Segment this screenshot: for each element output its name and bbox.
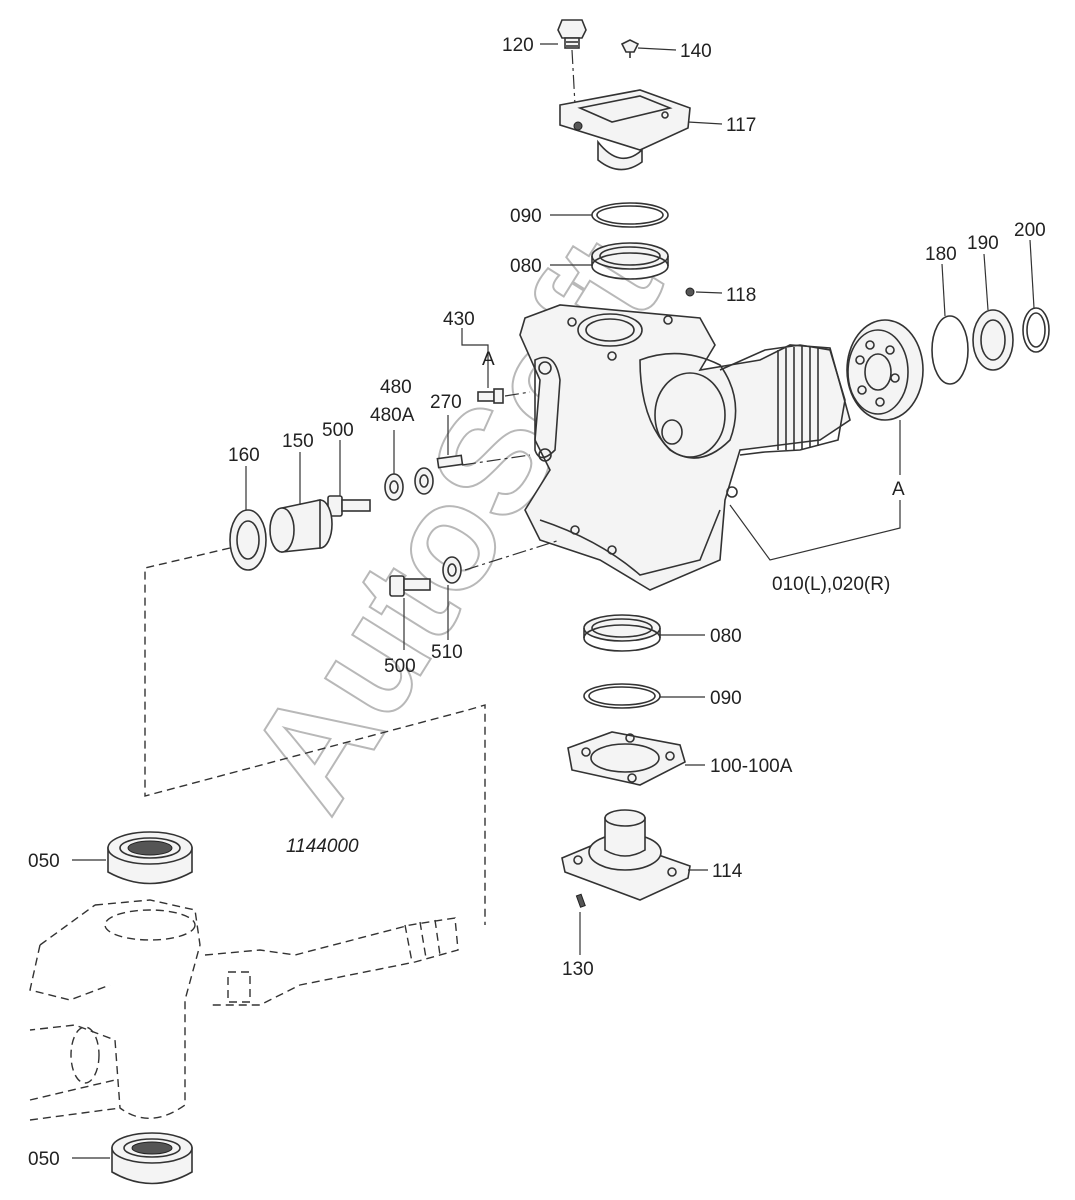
label-a-right: A	[892, 479, 905, 500]
snap-ring-200	[1022, 307, 1050, 353]
pin-270	[436, 454, 531, 469]
label-050-top: 050	[28, 851, 60, 872]
label-200: 200	[1014, 220, 1046, 241]
label-180: 180	[925, 244, 957, 265]
bearing-050-bottom	[111, 1132, 193, 1185]
washer-480	[414, 467, 434, 495]
seal-080-top	[591, 242, 669, 280]
label-114: 114	[712, 861, 743, 882]
label-010-020: 010(L),020(R)	[772, 574, 890, 595]
bolt-120	[557, 19, 587, 106]
label-050-bottom: 050	[28, 1149, 60, 1170]
label-430: 430	[443, 309, 475, 330]
spline-shaft	[777, 346, 819, 450]
pin-130	[575, 893, 586, 908]
housing-010-020	[519, 304, 851, 591]
bearing-050-top	[107, 831, 193, 885]
label-118: 118	[726, 285, 756, 306]
plug-118	[685, 287, 695, 297]
washer-510	[442, 556, 462, 584]
label-090-bottom: 090	[710, 688, 742, 709]
bushing-150	[269, 499, 333, 553]
label-130: 130	[562, 959, 594, 980]
label-500-left: 500	[322, 420, 354, 441]
seal-160	[229, 509, 267, 571]
label-080-bottom: 080	[710, 626, 742, 647]
label-190: 190	[967, 233, 999, 254]
label-a-upper: A	[482, 349, 495, 370]
washer-190	[972, 309, 1014, 371]
bolt-500-bottom	[389, 539, 561, 597]
label-100-100a: 100-100A	[710, 756, 793, 777]
screw-140	[620, 39, 640, 58]
label-140: 140	[680, 41, 712, 62]
seal-080-bottom	[583, 614, 661, 652]
label-160: 160	[228, 445, 260, 466]
fitting-430	[477, 388, 531, 404]
leader-lines	[72, 43, 1035, 1159]
o-ring-090-bottom	[583, 683, 661, 709]
label-510: 510	[431, 642, 463, 663]
label-150: 150	[282, 431, 314, 452]
label-480a: 480A	[370, 405, 415, 426]
label-090-top: 090	[510, 206, 542, 227]
shim-180	[931, 315, 969, 385]
bolt-500-left	[327, 495, 371, 517]
assembly-reference: 1144000	[286, 836, 359, 857]
gasket-100	[567, 731, 686, 786]
hub-flange	[846, 319, 924, 421]
label-080-top: 080	[510, 256, 542, 277]
label-120: 120	[502, 35, 534, 56]
axle-housing-phantom	[29, 899, 459, 1121]
washer-480a	[384, 473, 404, 501]
label-270: 270	[430, 392, 462, 413]
label-500-bottom: 500	[384, 656, 416, 677]
cover-117	[559, 89, 691, 171]
cap-114	[561, 809, 691, 901]
label-117: 117	[726, 115, 756, 136]
label-480: 480	[380, 377, 412, 398]
